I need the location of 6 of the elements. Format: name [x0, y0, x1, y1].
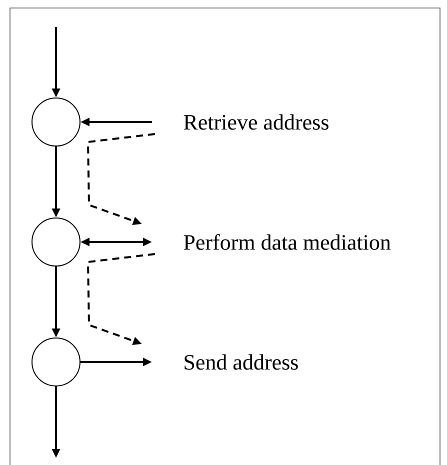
step-circle: [32, 338, 80, 386]
step-label: Send address: [184, 354, 298, 370]
step-circle: [32, 218, 80, 266]
step-label: Perform data mediation: [184, 234, 391, 250]
step-label: Retrieve address: [184, 114, 328, 130]
step-circle: [32, 98, 80, 146]
